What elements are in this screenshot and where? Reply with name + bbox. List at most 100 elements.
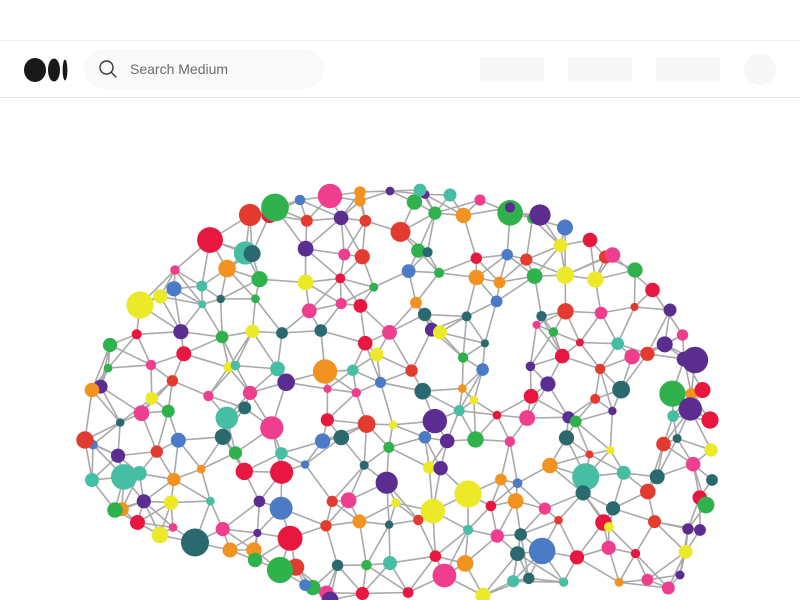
network-edge: [612, 507, 655, 523]
network-edge: [619, 581, 669, 589]
network-node: [497, 200, 523, 226]
network-edge: [415, 272, 440, 304]
network-edge: [156, 410, 169, 452]
network-edge: [173, 478, 211, 502]
network-node: [276, 327, 288, 339]
network-node: [374, 376, 387, 388]
network-node: [161, 404, 175, 418]
network-node: [624, 349, 640, 365]
network-edge: [304, 464, 333, 502]
network-node: [418, 431, 432, 444]
network-edge: [299, 199, 342, 219]
avatar-placeholder[interactable]: [744, 53, 776, 85]
network-edge: [513, 580, 564, 583]
network-node: [351, 388, 361, 398]
network-node: [685, 456, 701, 472]
network-edge: [251, 330, 279, 370]
network-node: [251, 294, 260, 304]
network-node: [559, 577, 569, 587]
network-node: [145, 359, 157, 371]
network-edge: [574, 421, 591, 455]
network-node: [507, 493, 524, 509]
network-node: [410, 296, 422, 309]
network-node: [107, 502, 123, 518]
network-node: [266, 556, 294, 584]
network-node: [297, 274, 314, 291]
network-node: [261, 193, 289, 222]
network-node: [678, 545, 693, 559]
search-box[interactable]: [84, 49, 324, 89]
network-node: [667, 410, 679, 422]
network-node: [697, 496, 715, 514]
network-node: [151, 526, 169, 544]
network-node: [361, 559, 372, 571]
network-node: [656, 436, 671, 452]
network-node: [166, 375, 179, 387]
network-edge: [529, 331, 555, 367]
network-edge: [434, 529, 469, 557]
network-node: [320, 413, 334, 427]
network-node: [391, 498, 401, 508]
network-edge: [424, 313, 467, 318]
network-edge: [426, 212, 436, 253]
network-edge: [482, 553, 519, 597]
network-node: [529, 204, 551, 226]
network-edge: [579, 341, 618, 345]
network-edge: [529, 324, 538, 367]
network-edge: [410, 329, 433, 371]
network-node: [627, 262, 643, 278]
network-edge: [366, 564, 409, 594]
search-input[interactable]: [130, 49, 310, 89]
network-node: [439, 433, 455, 449]
network-node: [422, 247, 433, 258]
network-node: [630, 548, 641, 559]
network-node: [406, 194, 423, 210]
network-node: [163, 495, 179, 510]
network-node: [115, 418, 125, 427]
network-node: [218, 259, 236, 278]
network-node: [405, 364, 418, 377]
network-node: [569, 550, 585, 565]
network-node: [681, 346, 709, 374]
medium-logo[interactable]: [24, 58, 70, 82]
network-node: [420, 498, 445, 524]
network-edge: [343, 220, 367, 255]
network-node: [153, 289, 168, 304]
network-node: [432, 563, 457, 588]
network-node: [269, 496, 293, 520]
network-node: [663, 303, 677, 317]
network-node: [323, 384, 332, 393]
network-node: [297, 240, 314, 257]
network-edge: [388, 446, 430, 469]
network-edge: [227, 330, 254, 368]
network-node: [469, 395, 479, 405]
network-edge: [608, 526, 637, 555]
network-node: [215, 406, 239, 430]
network-node: [417, 307, 432, 322]
network-node: [675, 570, 685, 580]
network-edge: [281, 329, 321, 334]
network-node: [413, 183, 427, 197]
network-node: [536, 311, 547, 322]
nav-placeholder-1: [480, 57, 544, 81]
network-node: [585, 450, 594, 459]
network-node: [656, 336, 673, 353]
network-edge: [579, 342, 601, 370]
network-node: [603, 522, 614, 532]
network-node: [326, 495, 338, 507]
network-node: [504, 202, 516, 213]
network-node: [275, 447, 288, 460]
network-node: [294, 194, 306, 206]
network-node: [260, 416, 284, 440]
network-node: [575, 485, 591, 501]
network-node: [641, 573, 654, 586]
brain-network-illustration: [76, 183, 719, 600]
network-node: [228, 446, 243, 460]
network-node: [383, 556, 397, 571]
network-edge: [634, 553, 669, 589]
network-edge: [200, 468, 212, 502]
network-node: [243, 245, 261, 263]
network-node: [556, 266, 574, 284]
network-node: [557, 303, 574, 320]
network-edge: [379, 382, 394, 426]
